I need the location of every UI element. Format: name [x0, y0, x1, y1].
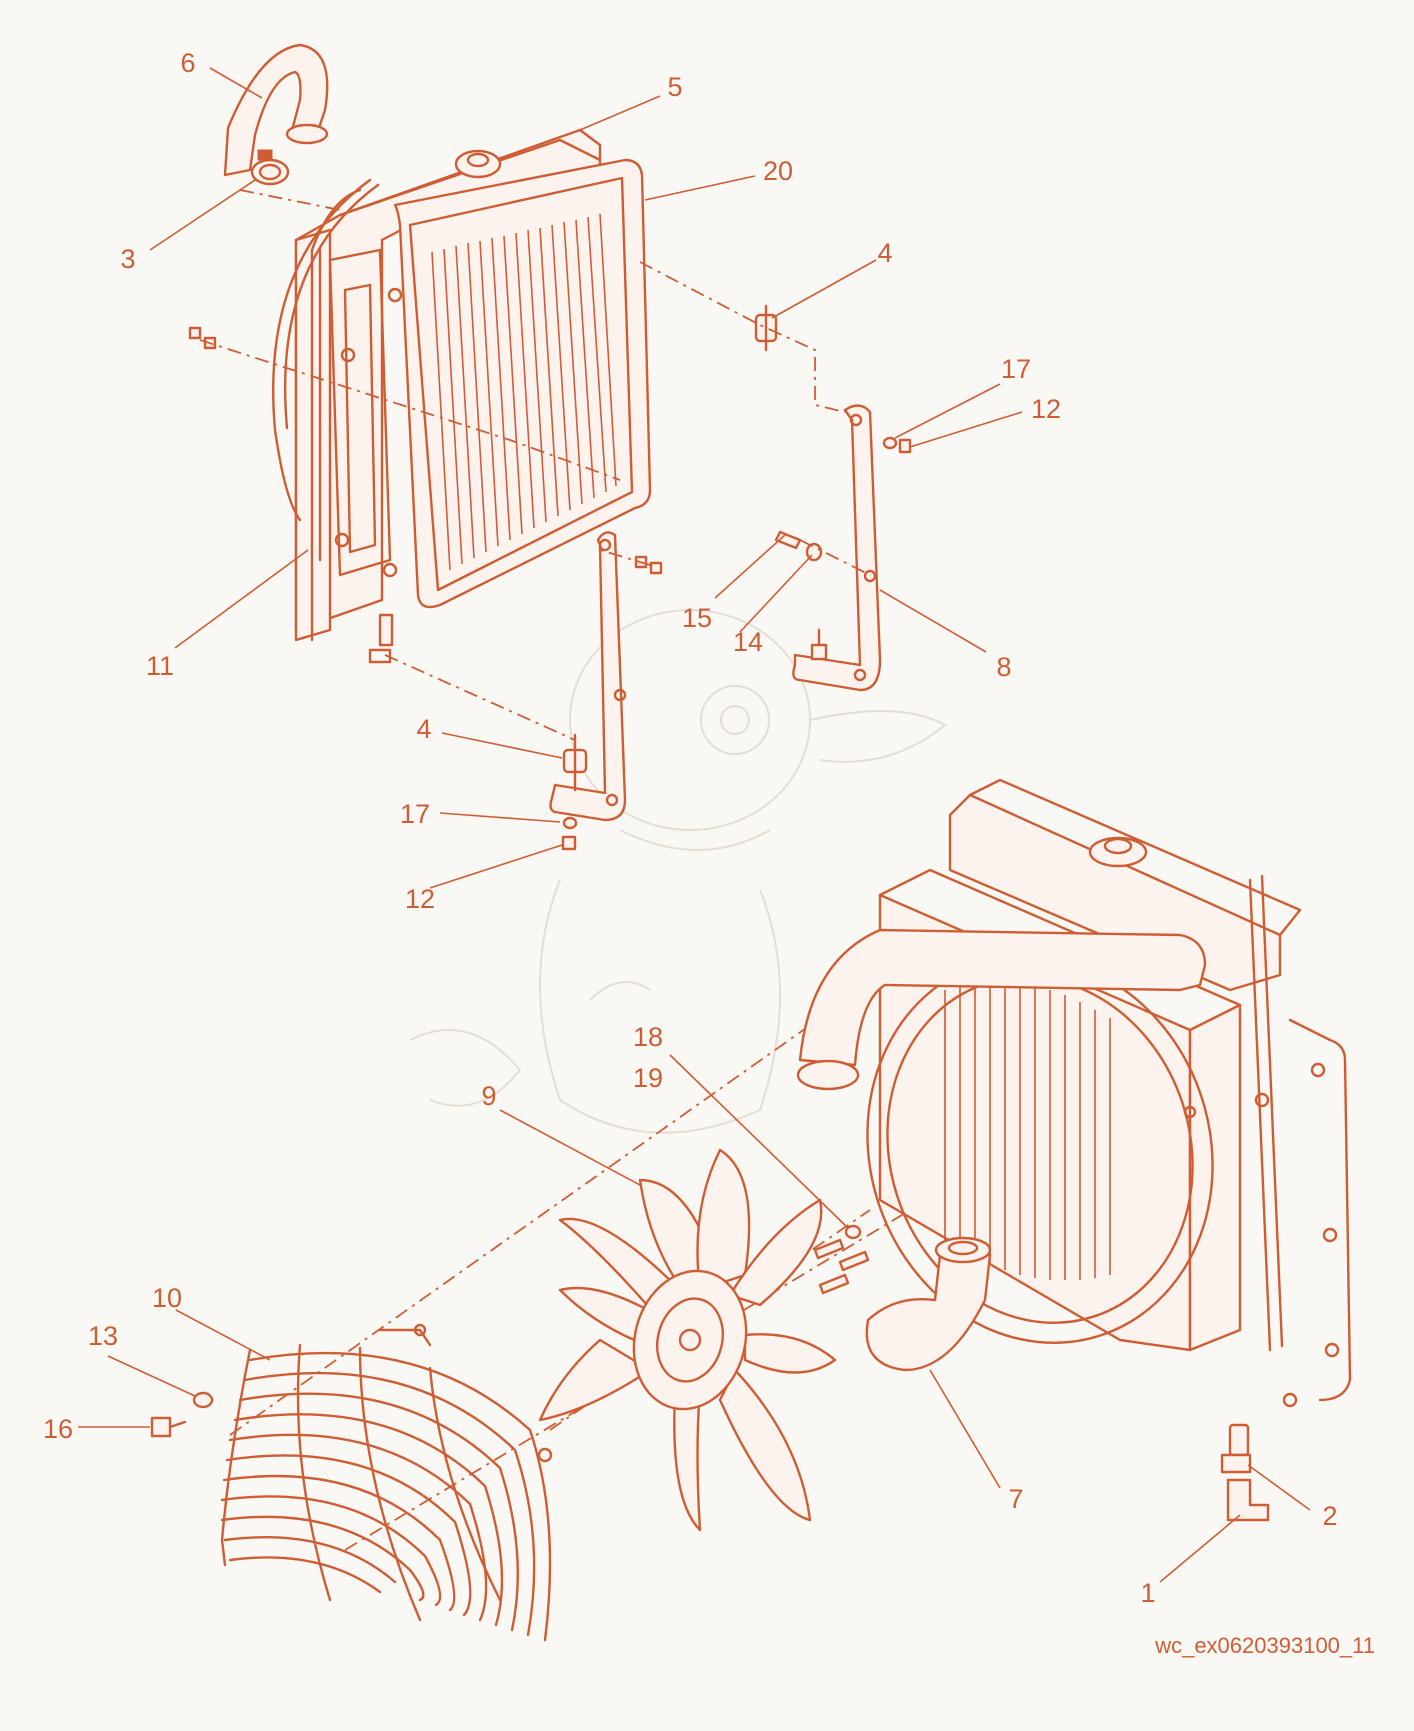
radiator-top-assembly — [272, 128, 652, 664]
callout-15: 15 — [682, 603, 712, 633]
callout-1: 1 — [1140, 1578, 1155, 1608]
callout-13: 13 — [88, 1321, 118, 1351]
callout-12: 12 — [1031, 394, 1061, 424]
callout-6: 6 — [180, 48, 195, 78]
watermark-mascot — [409, 609, 947, 1134]
fan-bolts — [813, 1224, 870, 1295]
callout-11: 11 — [146, 651, 174, 681]
mount-rubber-lower — [562, 733, 588, 792]
drain-cock — [1220, 1423, 1252, 1474]
callout-8: 8 — [996, 652, 1011, 682]
fan-guard — [220, 1323, 553, 1642]
cooling-fan — [538, 1148, 837, 1532]
callout-19: 19 — [633, 1063, 663, 1093]
callout-17: 17 — [1001, 354, 1031, 384]
hose-clamp — [250, 149, 290, 186]
callout-16: 16 — [43, 1414, 73, 1444]
callout-4: 4 — [416, 714, 431, 744]
callout-10: 10 — [152, 1283, 182, 1313]
callouts: 6 5 20 3 4 17 12 15 14 8 11 4 17 12 18 1… — [43, 48, 1338, 1608]
callout-14: 14 — [733, 627, 763, 657]
upper-hose-installed — [796, 928, 1207, 1091]
drawing-code: wc_ex0620393100_11 — [1154, 1633, 1375, 1658]
callout-9: 9 — [481, 1081, 496, 1111]
drain-elbow — [1226, 1478, 1270, 1522]
upper-hose — [223, 43, 329, 177]
callout-7: 7 — [1008, 1484, 1023, 1514]
radiator-assembled — [866, 778, 1352, 1408]
callout-5: 5 — [667, 72, 682, 102]
callout-20: 20 — [763, 156, 793, 186]
guard-washer — [192, 1391, 214, 1409]
guard-bolt — [150, 1416, 187, 1438]
callout-4: 4 — [877, 238, 892, 268]
lower-hose — [865, 1236, 992, 1372]
callout-17: 17 — [400, 799, 430, 829]
mount-rubber-upper — [754, 304, 778, 352]
callout-12: 12 — [405, 884, 435, 914]
callout-18: 18 — [633, 1022, 663, 1052]
front-mount-bracket — [549, 531, 627, 822]
rear-mount-bracket — [792, 404, 882, 692]
leader-lines — [78, 67, 1311, 1583]
callout-2: 2 — [1322, 1501, 1337, 1531]
callout-3: 3 — [120, 244, 135, 274]
